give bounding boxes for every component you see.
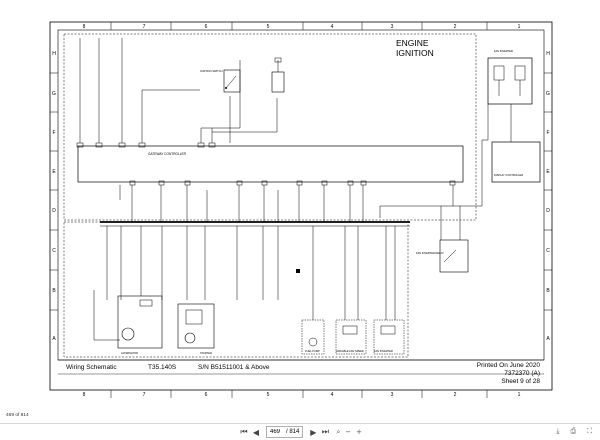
pdf-viewer-toolbar: ⏮ ◀ / 814 ▶ ⏭ ⌕ − + ⤓ ⎙ ⛶	[0, 423, 600, 440]
zone-row-f-left: F	[52, 130, 55, 136]
alternator-symbol	[121, 327, 135, 341]
viewer-right-tools: ⤓ ⎙ ⛶	[551, 427, 592, 436]
fuel-pump-box	[301, 319, 325, 355]
display-controller-box	[491, 141, 541, 183]
variable-fan-label: VARIABLE FAN SPEED	[336, 349, 364, 353]
fan-inverter-box	[487, 57, 533, 105]
starter-label: STARTER	[200, 351, 212, 355]
zone-col-1-bottom: 1	[518, 392, 521, 398]
total-pages-label: / 814	[285, 429, 300, 435]
zone-col-4-top: 4	[331, 24, 334, 30]
zone-row-h-right: H	[546, 51, 550, 57]
zone-col-7-bottom: 7	[143, 392, 146, 398]
footer-sheet: Sheet 9 of 28	[501, 378, 540, 385]
zone-row-b-left: B	[52, 288, 56, 294]
zone-col-5-bottom: 5	[267, 392, 270, 398]
zone-col-1-top: 1	[518, 24, 521, 30]
outer-frame	[49, 21, 553, 391]
display-controller-label: DISPLAY CONTROLLER	[494, 173, 523, 177]
gateway-controller-label: GATEWAY CONTROLLER	[148, 152, 187, 156]
zone-col-3-top: 3	[391, 24, 394, 30]
zone-row-d-left: D	[52, 208, 56, 214]
gateway-controller-box	[77, 145, 464, 183]
page-indicator: 469 of 814	[6, 413, 29, 418]
schematic-page: 8 7 6 5 4 3 2 1 8 7 6 5 4 3 2 1 H G F E …	[49, 21, 553, 398]
zone-row-e-left: E	[52, 169, 56, 175]
harness-boundary-upper	[63, 33, 477, 221]
fuel-pump-symbol	[308, 337, 318, 347]
starter-box	[177, 303, 215, 349]
footer-printed: Printed On June 2020	[477, 362, 541, 369]
zone-col-8-bottom: 8	[83, 392, 86, 398]
zone-col-3-bottom: 3	[391, 392, 394, 398]
zone-row-f-right: F	[546, 130, 549, 136]
zone-row-d-right: D	[546, 208, 550, 214]
next-page-icon[interactable]: ▶	[310, 427, 317, 437]
footer-serial: S/N B51511001 & Above	[198, 364, 270, 371]
starter-symbol	[184, 332, 196, 344]
zone-col-6-top: 6	[205, 24, 208, 30]
zone-col-6-bottom: 6	[205, 392, 208, 398]
zone-col-8-top: 8	[83, 24, 86, 30]
zone-col-7-top: 7	[143, 24, 146, 30]
prev-page-icon[interactable]: ◀	[252, 427, 260, 437]
alternator-box	[117, 295, 163, 349]
page-number-box: / 814	[265, 426, 304, 438]
last-page-icon[interactable]: ⏭	[321, 427, 329, 436]
zone-row-e-right: E	[546, 169, 550, 175]
upper-relay-symbol	[271, 71, 285, 93]
download-icon[interactable]: ⤓	[556, 427, 560, 435]
variable-fan-box	[335, 319, 367, 355]
zone-row-g-left: G	[52, 91, 56, 97]
alternator-label: ALTERNATOR	[121, 351, 138, 355]
ignition-switch-label: IGNITION SWITCH	[200, 69, 223, 73]
footer-model: T35.140S	[148, 364, 177, 371]
ignition-switch-symbol	[223, 69, 241, 93]
ground-marker	[296, 269, 300, 273]
zone-col-2-top: 2	[454, 24, 457, 30]
zoom-in-icon[interactable]: +	[356, 428, 363, 436]
zoom-out-icon[interactable]: −	[345, 428, 352, 436]
zone-row-g-right: G	[546, 91, 550, 97]
zone-row-a-left: A	[52, 336, 56, 342]
inner-frame	[57, 29, 545, 361]
fan-inverter-lower-box	[373, 319, 405, 355]
footer-doc-number: 7372370 (A)	[504, 370, 540, 377]
zone-row-h-left: H	[52, 51, 56, 57]
zone-col-2-bottom: 2	[454, 392, 457, 398]
first-page-icon[interactable]: ⏮	[240, 427, 248, 436]
search-icon[interactable]: ⌕	[336, 427, 341, 436]
diagram-title-line1: ENGINE	[396, 38, 429, 48]
footer-label: Wiring Schematic	[66, 364, 117, 371]
zone-row-b-right: B	[546, 288, 550, 294]
harness-boundary-lower	[63, 221, 409, 358]
zone-col-5-top: 5	[267, 24, 270, 30]
zone-row-c-left: C	[52, 248, 56, 254]
diagram-title-line2: IGNITION	[396, 48, 434, 58]
zone-row-c-right: C	[546, 248, 550, 254]
fullscreen-icon[interactable]: ⛶	[587, 427, 592, 435]
fuel-pump-label: FUEL PUMP	[305, 349, 320, 353]
fan-relay-label: FAN INVERTER RELAY	[416, 251, 444, 255]
page-number-input[interactable]	[269, 429, 286, 435]
fan-inverter-lower-label: FAN INVERTER	[374, 349, 393, 353]
wiring-schematic: 8 7 6 5 4 3 2 1 8 7 6 5 4 3 2 1 H G F E …	[49, 21, 553, 398]
print-icon[interactable]: ⎙	[570, 427, 577, 435]
fan-relay-symbol	[439, 239, 469, 273]
fan-inverter-label: FAN INVERTER	[494, 49, 513, 53]
zone-col-4-bottom: 4	[331, 392, 334, 398]
zone-row-a-right: A	[546, 336, 550, 342]
